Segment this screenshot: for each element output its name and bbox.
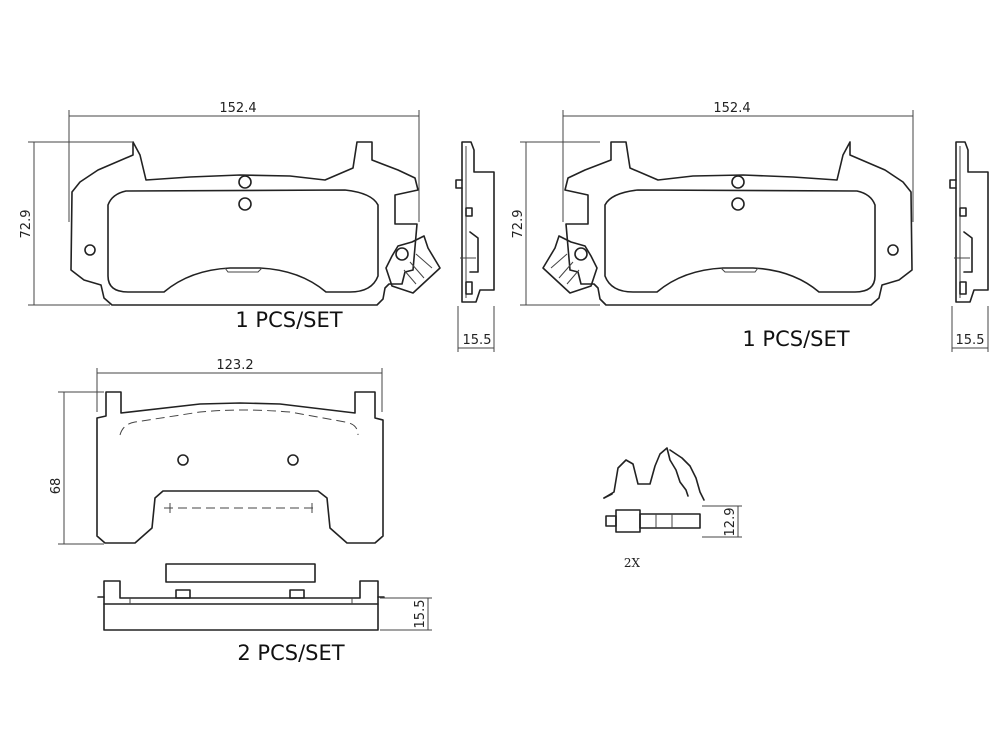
pad-right-width-dimension: 152.4	[562, 101, 914, 222]
pad-inner-front-view	[96, 391, 384, 544]
pad-right-width-label: 152.4	[713, 101, 750, 116]
pad-inner-thickness-label: 15.5	[413, 600, 428, 629]
pad-inner-height-label: 68	[49, 478, 64, 495]
pad-left-thickness-dimension: 15.5	[457, 306, 495, 352]
pad-left-thickness-label: 15.5	[463, 333, 492, 348]
wear-sensor-height-label: 12.9	[723, 508, 738, 537]
pad-right-height-label: 72.9	[511, 210, 526, 239]
wear-sensor-clip	[603, 447, 705, 533]
pad-right-thickness-dimension: 15.5	[951, 306, 989, 352]
pad-left-front-view	[70, 141, 441, 306]
pad-right-quantity-label: 1 PCS/SET	[742, 327, 849, 351]
pad-left-side-view	[455, 141, 495, 303]
pad-inner-width-label: 123.2	[216, 358, 253, 373]
pad-left-quantity-label: 1 PCS/SET	[235, 308, 342, 332]
wear-sensor-height-dimension: 12.9	[702, 505, 742, 538]
pad-right-front-view	[542, 141, 913, 306]
pad-left-width-dimension: 152.4	[68, 101, 420, 222]
pad-inner-width-dimension: 123.2	[96, 358, 383, 412]
pad-inner-thickness-dimension: 15.5	[380, 597, 432, 631]
pad-right-thickness-label: 15.5	[956, 333, 985, 348]
pad-left-width-label: 152.4	[219, 101, 256, 116]
pad-left-height-label: 72.9	[19, 210, 34, 239]
pad-inner-quantity-label: 2 PCS/SET	[237, 641, 344, 665]
pad-right-height-dimension: 72.9	[511, 141, 600, 306]
pad-inner-height-dimension: 68	[49, 391, 104, 545]
pad-right-side-view	[949, 141, 989, 303]
wear-sensor-count-label: 2X	[624, 556, 641, 570]
pad-inner-side-view	[97, 563, 385, 631]
pad-left-height-dimension: 72.9	[19, 141, 132, 306]
